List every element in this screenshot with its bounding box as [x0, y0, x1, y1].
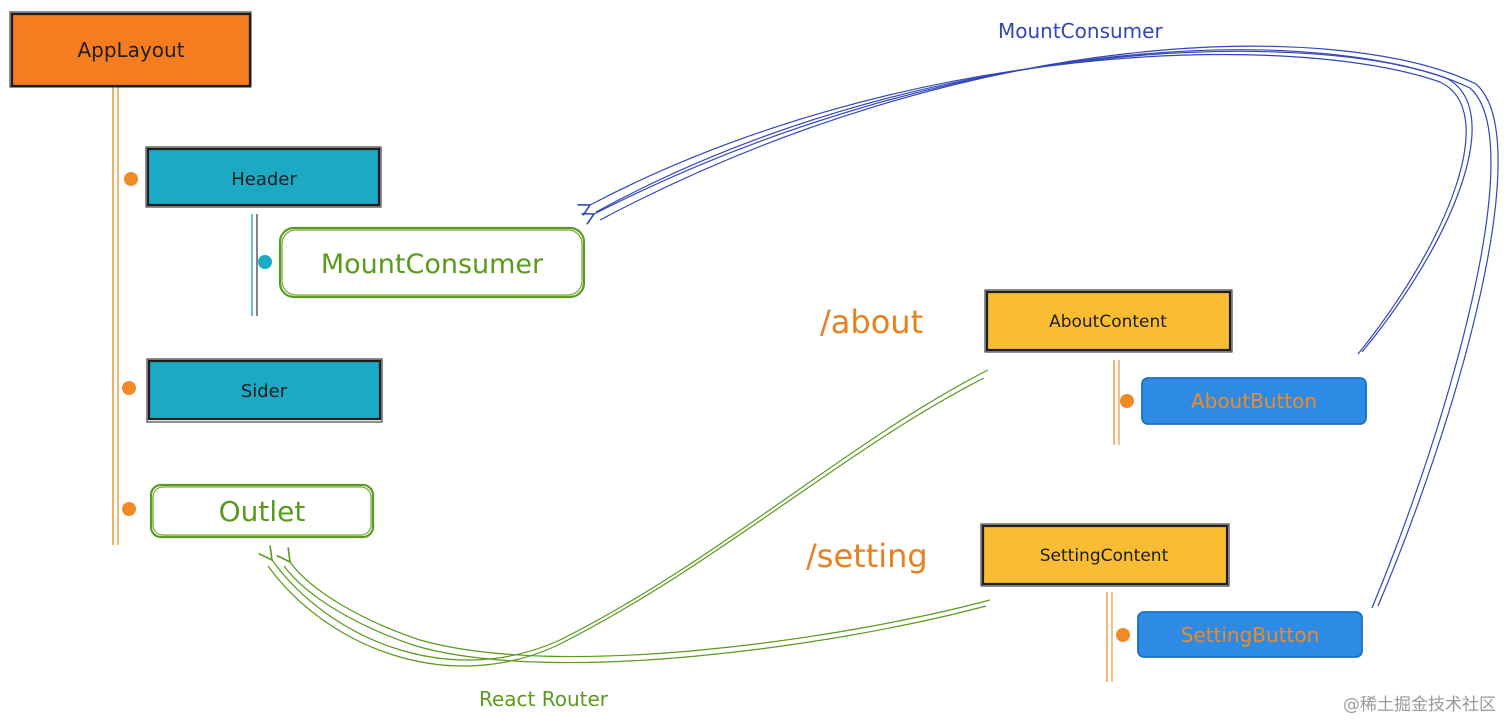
node-sider: Sider [146, 358, 383, 423]
circle-dot-icon [122, 381, 136, 395]
route-label-setting: /setting [806, 537, 928, 575]
node-app-layout-label: AppLayout [77, 38, 184, 62]
edge-mount-consumer [577, 45, 1499, 609]
node-setting-content-label: SettingContent [1040, 546, 1169, 566]
tree-line-header [251, 214, 258, 316]
node-about-content: AboutContent [984, 289, 1233, 353]
node-setting-button-label: SettingButton [1181, 623, 1320, 647]
node-setting-content: SettingContent [980, 523, 1230, 587]
node-mount-consumer-label: MountConsumer [321, 249, 544, 280]
node-about-button-label: AboutButton [1191, 389, 1317, 413]
circle-dot-icon [122, 502, 136, 516]
node-outlet-label: Outlet [219, 495, 306, 528]
node-mount-consumer: MountConsumer [278, 226, 586, 299]
circle-dot-icon [1120, 394, 1134, 408]
node-outlet: Outlet [149, 483, 375, 539]
circle-dot-icon [124, 172, 138, 186]
node-setting-button: SettingButton [1137, 611, 1363, 658]
node-about-button: AboutButton [1141, 377, 1367, 425]
edge-label-mount-consumer: MountConsumer [998, 19, 1163, 43]
tree-line-about-content [1113, 360, 1120, 445]
circle-dot-icon [1116, 628, 1130, 642]
node-app-layout: AppLayout [9, 11, 252, 88]
node-header-label: Header [231, 169, 297, 190]
route-label-about: /about [820, 303, 923, 341]
circle-dot-icon [258, 255, 272, 269]
watermark: @稀土掘金技术社区 [1343, 695, 1496, 715]
node-about-content-label: AboutContent [1049, 312, 1167, 332]
edge-label-react-router: React Router [479, 687, 609, 711]
tree-line-app-layout [112, 86, 119, 545]
edge-react-router [258, 369, 991, 667]
node-sider-label: Sider [241, 381, 288, 402]
node-header: Header [145, 146, 382, 208]
tree-line-setting-content [1106, 592, 1113, 682]
